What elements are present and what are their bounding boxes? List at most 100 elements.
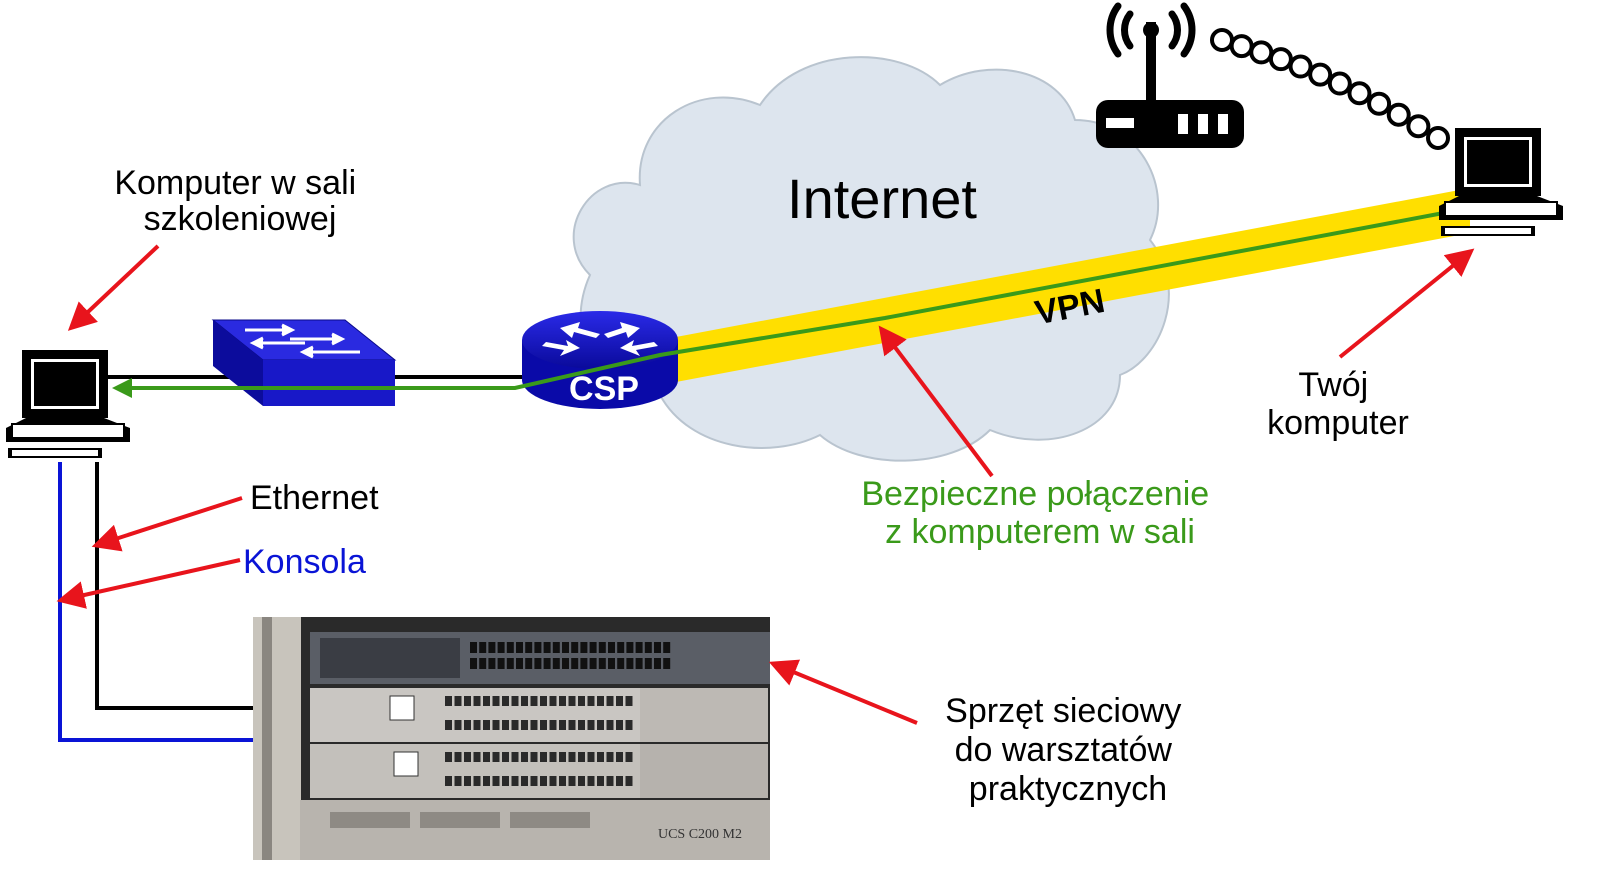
switch-port xyxy=(663,642,671,653)
switch-port xyxy=(534,658,542,669)
switch-port xyxy=(589,658,597,669)
switch-port xyxy=(654,642,661,653)
switch-port xyxy=(549,776,557,786)
switch-port xyxy=(597,696,604,706)
switch-port xyxy=(625,720,633,730)
switch-port xyxy=(580,658,588,669)
switch-port xyxy=(625,696,633,706)
switch-port xyxy=(464,752,471,762)
switch-port xyxy=(483,752,490,762)
router-label: CSP xyxy=(569,370,639,408)
wireless-link-segment xyxy=(1327,71,1352,96)
switch-port xyxy=(617,642,625,653)
switch-port xyxy=(521,776,528,786)
annotation-arrows xyxy=(56,244,1475,725)
switch-port xyxy=(578,720,585,730)
switch-port xyxy=(445,776,452,786)
switch-port xyxy=(571,642,579,653)
wireless-link-segment xyxy=(1249,40,1274,65)
switch-port xyxy=(525,642,533,653)
switch-port xyxy=(597,720,604,730)
switch-port xyxy=(606,696,614,706)
wireless-link xyxy=(1210,28,1450,150)
ethernet-label: Ethernet xyxy=(250,479,379,517)
switch-port xyxy=(497,642,505,653)
secure-connection-label: Bezpieczne połączenie z komputerem w sal… xyxy=(861,475,1218,551)
switch-port xyxy=(479,658,487,669)
switch-port xyxy=(445,696,452,706)
switch-port xyxy=(511,752,519,762)
wireless-link-segment xyxy=(1367,91,1392,116)
switch-port xyxy=(511,720,519,730)
switch-port xyxy=(488,642,496,653)
switch-port xyxy=(492,720,500,730)
network-switch-icon xyxy=(211,319,397,406)
internet-cloud-icon xyxy=(572,56,1170,462)
switch-port xyxy=(616,696,623,706)
switch-port xyxy=(578,752,585,762)
switch-port xyxy=(568,696,576,706)
switch-port xyxy=(502,776,509,786)
switch-port xyxy=(616,720,623,730)
switch-port xyxy=(606,720,614,730)
switch-port xyxy=(616,752,623,762)
switch-port xyxy=(559,720,566,730)
switch-port xyxy=(521,752,528,762)
switch-port xyxy=(464,776,471,786)
switch-port xyxy=(483,720,490,730)
switch-port xyxy=(552,658,560,669)
switch-port xyxy=(568,776,576,786)
switch-port xyxy=(608,642,615,653)
switch-port xyxy=(521,696,528,706)
switch-port xyxy=(654,658,661,669)
switch-port xyxy=(454,696,462,706)
wireless-link-segment xyxy=(1347,81,1372,106)
switch-port xyxy=(635,642,643,653)
switch-port xyxy=(626,658,634,669)
switch-port xyxy=(497,658,505,669)
switch-port xyxy=(549,720,557,730)
console-cable xyxy=(58,462,255,742)
switch-port xyxy=(578,776,585,786)
vpn-tunnel xyxy=(660,188,1470,385)
classroom-computer-label: Komputer w sali szkoleniowej xyxy=(114,164,365,238)
switch-port xyxy=(492,752,500,762)
switch-port xyxy=(506,642,514,653)
remote-computer-icon xyxy=(1439,128,1563,236)
switch-port xyxy=(598,642,606,653)
switch-port xyxy=(473,776,481,786)
switch-port xyxy=(464,696,471,706)
switch-port xyxy=(559,696,566,706)
switch-port xyxy=(473,720,481,730)
switch-port xyxy=(549,696,557,706)
switch-port xyxy=(530,752,538,762)
switch-port xyxy=(597,776,604,786)
lab-equipment-photo: UCS C200 M2 xyxy=(253,617,770,860)
your-computer-label: Twój komputer xyxy=(1267,366,1409,442)
switch-port xyxy=(571,658,579,669)
console-label: Konsola xyxy=(243,543,366,581)
switch-port xyxy=(540,752,547,762)
switch-port xyxy=(562,658,569,669)
switch-port xyxy=(663,658,671,669)
switch-port xyxy=(454,720,462,730)
switch-port xyxy=(530,720,538,730)
secure-link-line xyxy=(112,206,1471,398)
switch-port xyxy=(598,658,606,669)
switch-port xyxy=(626,642,634,653)
switch-port xyxy=(454,752,462,762)
switch-port xyxy=(625,752,633,762)
switch-port xyxy=(511,696,519,706)
wireless-link-segment xyxy=(1308,62,1333,87)
switch-port xyxy=(502,696,509,706)
switch-port xyxy=(540,696,547,706)
wireless-link-segment xyxy=(1386,102,1411,127)
switch-port xyxy=(587,776,595,786)
wireless-link-segment xyxy=(1426,126,1450,150)
switch-port xyxy=(516,658,523,669)
switch-port xyxy=(492,696,500,706)
switch-port xyxy=(589,642,597,653)
switch-port xyxy=(483,696,490,706)
switch-port xyxy=(644,658,652,669)
switch-port xyxy=(530,776,538,786)
